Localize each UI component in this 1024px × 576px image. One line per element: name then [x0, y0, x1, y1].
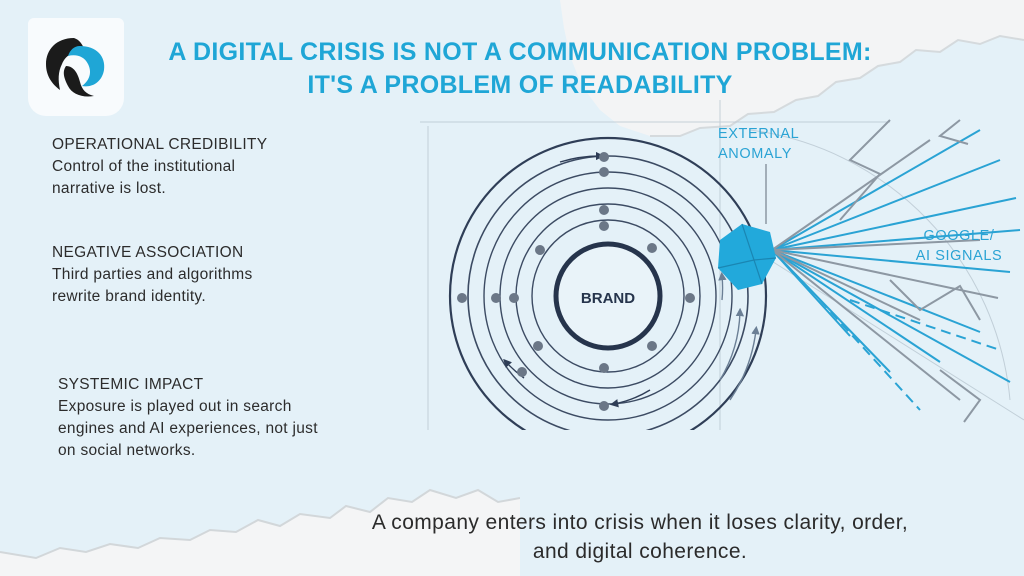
footer-line-1: A company enters into crisis when it los… [371, 511, 909, 534]
point-heading: SYSTEMIC IMPACT [58, 376, 204, 393]
brand-label: BRAND [581, 290, 635, 307]
external-label-line-2: ANOMALY [718, 146, 793, 162]
orbit-dots [457, 152, 695, 411]
point-body: Control of the institutional narrative i… [52, 158, 236, 197]
logo-card [28, 18, 124, 116]
point-systemic-impact: SYSTEMIC IMPACT Exposure is played out i… [58, 374, 320, 462]
torn-paper-top [560, 0, 1024, 137]
brand-core [553, 241, 663, 351]
point-body: Third parties and algorithms rewrite bra… [52, 266, 253, 305]
point-heading: OPERATIONAL CREDIBILITY [52, 136, 268, 153]
anomaly-hexagon [717, 164, 777, 290]
title-line-2: IT'S A PROBLEM OF READABILITY [307, 71, 733, 99]
external-label-line-1: EXTERNAL [718, 126, 800, 142]
footer-statement: A company enters into crisis when it los… [290, 508, 990, 566]
signals-label-line-2: AI SIGNALS [915, 248, 1003, 264]
point-negative-association: NEGATIVE ASSOCIATION Third parties and a… [52, 242, 292, 308]
brand-logo-icon [46, 38, 105, 97]
torn-paper-bottom [0, 488, 520, 576]
orbit-arrows [503, 151, 760, 408]
brand-orbit-diagram: BRAND [420, 100, 1024, 430]
external-anomaly-label: EXTERNAL ANOMALY [718, 124, 818, 164]
signal-lines [771, 119, 1021, 423]
footer-line-2: and digital coherence. [532, 540, 748, 563]
ai-signals-label: GOOGLE/ AI SIGNALS [904, 226, 1014, 266]
point-body: Exposure is played out in search engines… [58, 398, 318, 459]
construction-lines [420, 100, 1024, 430]
point-heading: NEGATIVE ASSOCIATION [52, 244, 244, 261]
title-line-1: A DIGITAL CRISIS IS NOT A COMMUNICATION … [168, 38, 872, 66]
signals-label-line-1: GOOGLE/ [923, 228, 995, 244]
point-operational-credibility: OPERATIONAL CREDIBILITY Control of the i… [52, 134, 302, 200]
page-title: A DIGITAL CRISIS IS NOT A COMMUNICATION … [150, 36, 890, 102]
